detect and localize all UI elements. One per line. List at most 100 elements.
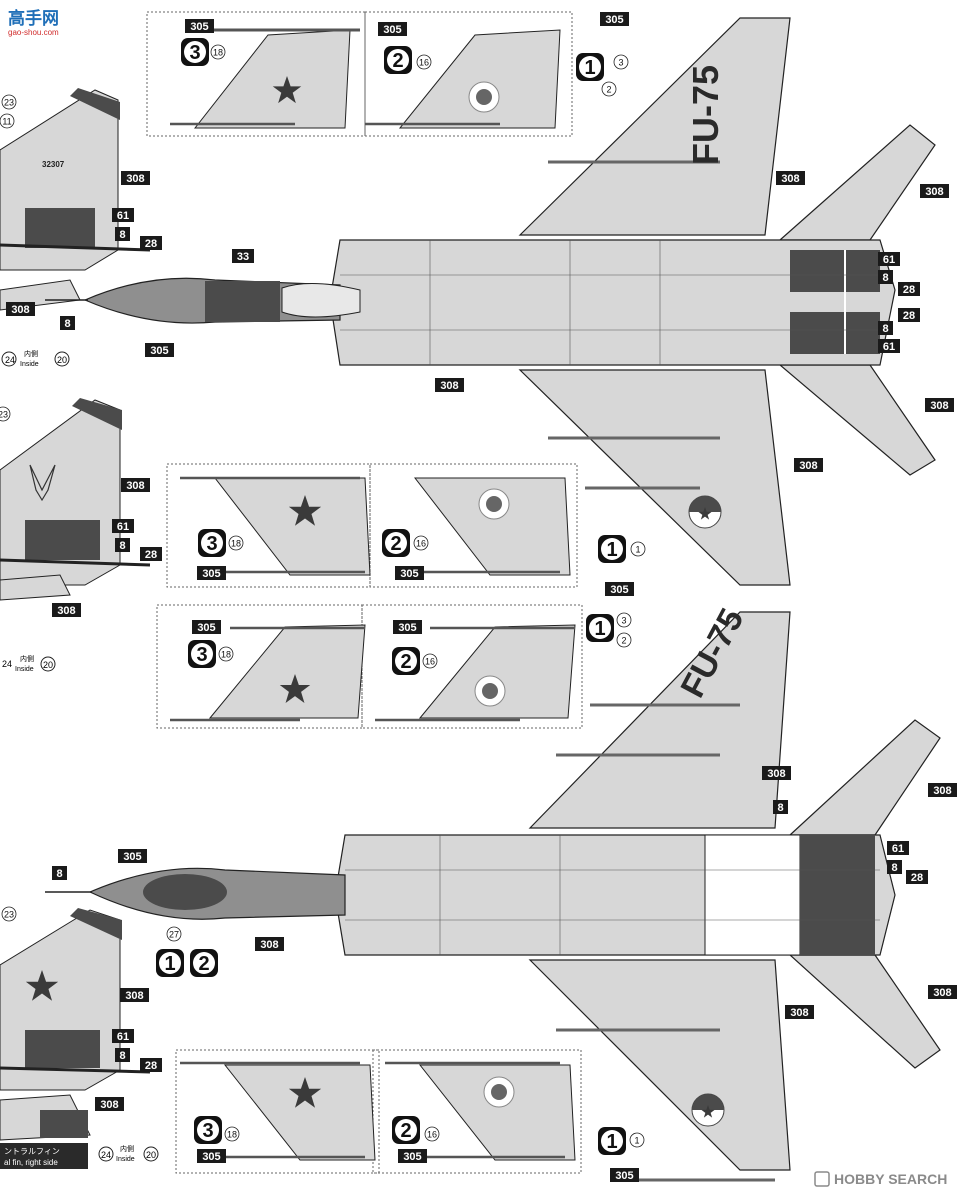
- variant-marker-1: 1: [576, 53, 604, 81]
- svg-text:8: 8: [64, 318, 70, 330]
- decal-code-305: 305: [118, 849, 147, 863]
- svg-text:18: 18: [227, 1130, 237, 1140]
- svg-text:ントラルフィン: ントラルフィン: [4, 1147, 60, 1156]
- svg-text:2: 2: [621, 636, 626, 646]
- svg-text:3: 3: [618, 58, 623, 68]
- decal-code-33: 33: [232, 249, 254, 263]
- fin-detail-boxes: [146, 11, 583, 1174]
- decal-number-16: 16: [416, 54, 432, 70]
- decal-code-305: 305: [393, 620, 422, 634]
- decal-number-3: 3: [616, 612, 632, 628]
- variant-marker-3: 3: [181, 38, 209, 66]
- svg-text:8: 8: [119, 1050, 125, 1062]
- decal-code-308: 308: [6, 302, 35, 316]
- inside-note-1: 24 内側 Inside 20: [1, 349, 70, 368]
- decal-code-61: 61: [878, 339, 900, 353]
- decal-code-308: 308: [776, 171, 805, 185]
- svg-text:61: 61: [117, 210, 129, 222]
- bottom-aircraft-planform: FU-75: [45, 603, 941, 1182]
- svg-text:61: 61: [883, 341, 895, 353]
- decal-code-308: 308: [762, 766, 791, 780]
- svg-text:305: 305: [403, 1151, 421, 1163]
- svg-text:1: 1: [635, 545, 640, 555]
- svg-text:内側: 内側: [24, 349, 38, 358]
- svg-text:16: 16: [419, 58, 429, 68]
- decal-code-305: 305: [610, 1168, 639, 1182]
- decal-code-61: 61: [112, 519, 134, 533]
- decal-code-8: 8: [115, 1048, 130, 1062]
- svg-text:308: 308: [11, 304, 29, 316]
- decal-code-8: 8: [115, 227, 130, 241]
- svg-text:8: 8: [119, 540, 125, 552]
- lower-wing: [518, 369, 791, 586]
- svg-text:308: 308: [933, 785, 951, 797]
- svg-text:11: 11: [2, 117, 11, 127]
- svg-text:305: 305: [615, 1170, 633, 1182]
- svg-text:20: 20: [43, 660, 53, 670]
- svg-text:308: 308: [126, 173, 144, 185]
- decal-code-8: 8: [773, 800, 788, 814]
- svg-text:1: 1: [606, 539, 617, 561]
- decal-code-308: 308: [121, 171, 150, 185]
- decal-code-305: 305: [395, 566, 424, 580]
- svg-text:305: 305: [202, 1151, 220, 1163]
- svg-text:305: 305: [197, 622, 215, 634]
- decal-code-28: 28: [906, 870, 928, 884]
- svg-text:308: 308: [440, 380, 458, 392]
- decal-code-305: 305: [197, 566, 226, 580]
- svg-text:305: 305: [383, 24, 401, 36]
- svg-text:33: 33: [237, 251, 249, 263]
- svg-text:8: 8: [119, 229, 125, 241]
- svg-text:305: 305: [123, 851, 141, 863]
- canopy: [281, 282, 361, 318]
- svg-text:内側: 内側: [20, 654, 34, 663]
- watermark-url: gao-shou.com: [8, 28, 59, 37]
- svg-text:16: 16: [427, 1130, 437, 1140]
- svg-text:3: 3: [189, 42, 200, 64]
- svg-text:28: 28: [911, 872, 923, 884]
- upper-wing-2: [528, 611, 791, 829]
- decal-code-308: 308: [120, 988, 149, 1002]
- svg-text:Inside: Inside: [116, 1156, 135, 1163]
- svg-text:308: 308: [781, 173, 799, 185]
- inside-note-3: 24 内側 Inside 20: [98, 1144, 159, 1163]
- decal-code-28: 28: [898, 308, 920, 322]
- decal-code-28: 28: [140, 547, 162, 561]
- callout-tag: ントラルフィン al fin, right side: [0, 1143, 88, 1169]
- site-watermark: 高手网 gao-shou.com: [4, 4, 70, 38]
- svg-text:24: 24: [5, 355, 15, 365]
- decal-code-8: 8: [887, 860, 902, 874]
- svg-text:23: 23: [0, 410, 8, 420]
- decal-code-308: 308: [95, 1097, 124, 1111]
- variant-marker-3: 3: [194, 1116, 222, 1144]
- svg-text:16: 16: [416, 539, 426, 549]
- svg-text:305: 305: [610, 584, 628, 596]
- svg-text:61: 61: [883, 254, 895, 266]
- decal-number-3: 3: [613, 54, 629, 70]
- svg-text:2: 2: [390, 533, 401, 555]
- decal-number-18: 18: [218, 646, 234, 662]
- decal-number-2: 2: [601, 81, 617, 97]
- decal-number-23: 23: [1, 906, 17, 922]
- variant-marker-2: 2: [384, 46, 412, 74]
- variant-marker-3: 3: [188, 640, 216, 668]
- decal-code-305: 305: [145, 343, 174, 357]
- svg-text:28: 28: [903, 284, 915, 296]
- svg-text:8: 8: [56, 868, 62, 880]
- decal-number-18: 18: [210, 44, 226, 60]
- svg-text:8: 8: [891, 862, 897, 874]
- variant-marker-1: 1: [156, 949, 184, 977]
- decal-code-8: 8: [878, 321, 893, 335]
- svg-text:Inside: Inside: [15, 666, 34, 673]
- svg-text:3: 3: [196, 644, 207, 666]
- decal-code-308: 308: [925, 398, 954, 412]
- svg-text:1: 1: [584, 57, 595, 79]
- left-side-view-3: [0, 908, 151, 1141]
- inside-note-2: 24 内側 Inside 20: [2, 654, 56, 673]
- tail-code-upper: FU-75: [685, 65, 726, 165]
- svg-text:305: 305: [605, 14, 623, 26]
- decal-number-1: 1: [629, 1132, 645, 1148]
